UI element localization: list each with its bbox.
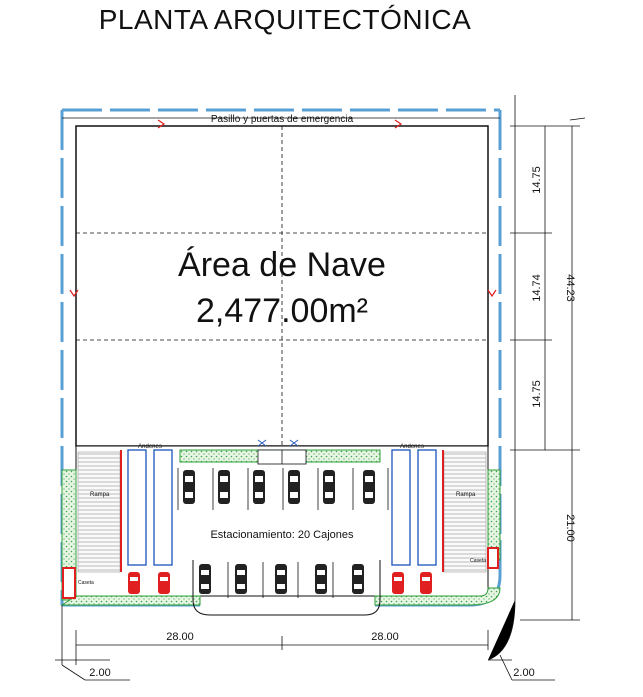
parking-label: Estacionamiento: 20 Cajones: [210, 529, 354, 541]
dim-seg3: 14.75: [531, 380, 543, 408]
dim-width-right: 28.00: [371, 631, 399, 643]
red-cars: [128, 572, 432, 594]
rampa-left-label: Rampa: [90, 492, 110, 498]
access-doors: [257, 439, 299, 447]
corridor-label: Pasillo y puertas de emergencia: [211, 114, 354, 125]
parking-row-bottom: [199, 562, 364, 598]
area-value: 2,477.00m²: [196, 292, 368, 330]
emergency-doors: [69, 119, 497, 298]
parking-bay-bottom: [192, 560, 381, 616]
green-area-right: [487, 469, 501, 561]
andenes-left-label: Andenes: [138, 444, 162, 450]
parking-row-top: [177, 468, 389, 510]
area-label: Área de Nave: [178, 246, 386, 284]
dim-total-height: 44.23: [564, 274, 576, 302]
caseta-right: [487, 547, 499, 569]
dim-front: 21.00: [564, 514, 576, 542]
green-area-bottom-left: [60, 595, 201, 606]
nave-grid: [76, 126, 488, 446]
dimension-lines-bottom: [55, 605, 555, 681]
dim-offset-right: 2.00: [513, 667, 534, 679]
green-area-bottom-right: [374, 587, 501, 606]
rampa-right-label: Rampa: [456, 492, 476, 498]
dimension-lines-right: [487, 95, 586, 661]
page-title: PLANTA ARQUITECTÓNICA: [98, 4, 472, 35]
dim-width-left: 28.00: [166, 631, 194, 643]
andenes-right-label: Andenes: [400, 444, 424, 450]
ramp-left: [77, 451, 121, 573]
dim-seg2: 14.74: [531, 274, 543, 302]
dim-offset-left: 2.00: [89, 667, 110, 679]
building-outline: [75, 125, 489, 447]
caseta-right-label: Caseta: [470, 558, 486, 564]
caseta-left: [62, 567, 76, 599]
caseta-left-label: Caseta: [78, 580, 94, 586]
dim-seg1: 14.75: [531, 166, 543, 194]
ramp-right: [443, 451, 487, 573]
dock-bays: [127, 449, 437, 566]
